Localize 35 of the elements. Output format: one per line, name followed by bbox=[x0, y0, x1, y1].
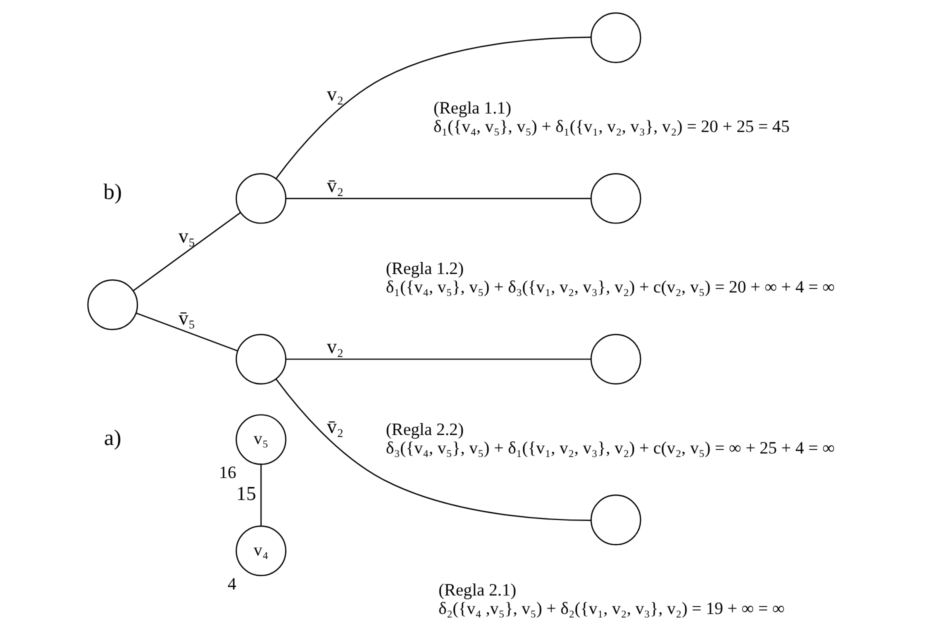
node-circle bbox=[236, 173, 286, 224]
connector bbox=[276, 36, 591, 179]
node-label: δ₁({v₄, v₅}, v₅) + δ₁({v₁, v₂, v₃}, v₂) = 20 + 25 = 45 bbox=[434, 116, 790, 136]
node-label: δ₂({v₄ ,v₅}, v₅) + δ₂({v₁, v₂, v₃}, v₂) = 19 + ∞ = ∞ bbox=[438, 599, 785, 618]
node-label: 4 bbox=[228, 574, 236, 594]
edge-label: v̄₅ bbox=[178, 307, 196, 330]
connector bbox=[133, 212, 241, 291]
edge-label: v₂ bbox=[326, 84, 344, 106]
edge-label: v̄₂ bbox=[326, 416, 344, 438]
node-label: (Regla 2.1) bbox=[438, 580, 516, 600]
label: a) bbox=[104, 424, 122, 450]
label: b) bbox=[103, 178, 122, 204]
node-label: (Regla 1.2) bbox=[386, 259, 464, 278]
node-circle bbox=[87, 279, 138, 330]
node-circle: v₄ bbox=[236, 525, 286, 576]
connector bbox=[286, 198, 592, 200]
node-circle bbox=[236, 334, 286, 385]
edge-label: v̄₂ bbox=[326, 175, 344, 198]
edge-label: 15 bbox=[236, 482, 256, 505]
node-label: δ₁({v₄, v₅}, v₅) + δ₃({v₁, v₂, v₃}, v₂) + c(v₂, v₅) = 20 + ∞ + 4 = ∞ bbox=[386, 278, 835, 297]
edge-label: v₅ bbox=[178, 226, 196, 248]
node-circle bbox=[590, 334, 642, 385]
connector bbox=[276, 378, 591, 522]
node-circle bbox=[590, 173, 642, 224]
connector bbox=[286, 358, 592, 360]
node-label: (Regla 2.2) bbox=[386, 420, 464, 439]
node-label: 16 bbox=[219, 463, 236, 482]
connector bbox=[260, 464, 262, 526]
connector bbox=[136, 312, 238, 352]
node-circle bbox=[590, 12, 642, 64]
edge-label: v₂ bbox=[326, 336, 344, 358]
node-circle bbox=[590, 494, 642, 546]
node-label: δ₃({v₄, v₅}, v₅) + δ₁({v₁, v₂, v₃}, v₂) + c(v₂, v₅) = ∞ + 25 + 4 = ∞ bbox=[386, 438, 835, 458]
node-circle: v₅ bbox=[236, 414, 286, 465]
node-label: (Regla 1.1) bbox=[434, 98, 512, 118]
